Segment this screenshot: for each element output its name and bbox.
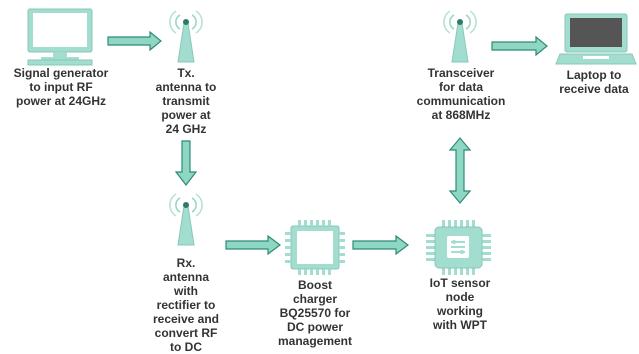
iot-node-label: IoT sensor node working with WPT (429, 276, 491, 332)
arrow-bidirectional (448, 137, 472, 204)
tx-antenna-label: Tx. antenna to transmit power at 24 GHz (155, 66, 217, 136)
rx-antenna-label: Rx. antenna with rectifier to receive an… (152, 256, 220, 354)
signal-generator-label: Signal generator to input RF power at 24… (13, 66, 109, 108)
antenna-icon (443, 10, 477, 63)
antenna-icon (169, 193, 203, 246)
laptop-icon (555, 13, 637, 65)
antenna-icon (169, 10, 203, 63)
boost-charger-label: Boost charger BQ25570 for DC power manag… (277, 278, 353, 348)
processor-icon (426, 220, 491, 275)
monitor-icon (27, 8, 93, 66)
arrow-right (352, 234, 409, 256)
arrow-right (491, 35, 548, 57)
laptop-label: Laptop to receive data (559, 68, 629, 96)
arrow-down (174, 140, 198, 186)
chip-icon (285, 220, 345, 275)
arrow-right (225, 234, 281, 256)
transceiver-label: Transceiver for data communication at 86… (416, 66, 506, 122)
arrow-right (107, 30, 162, 52)
